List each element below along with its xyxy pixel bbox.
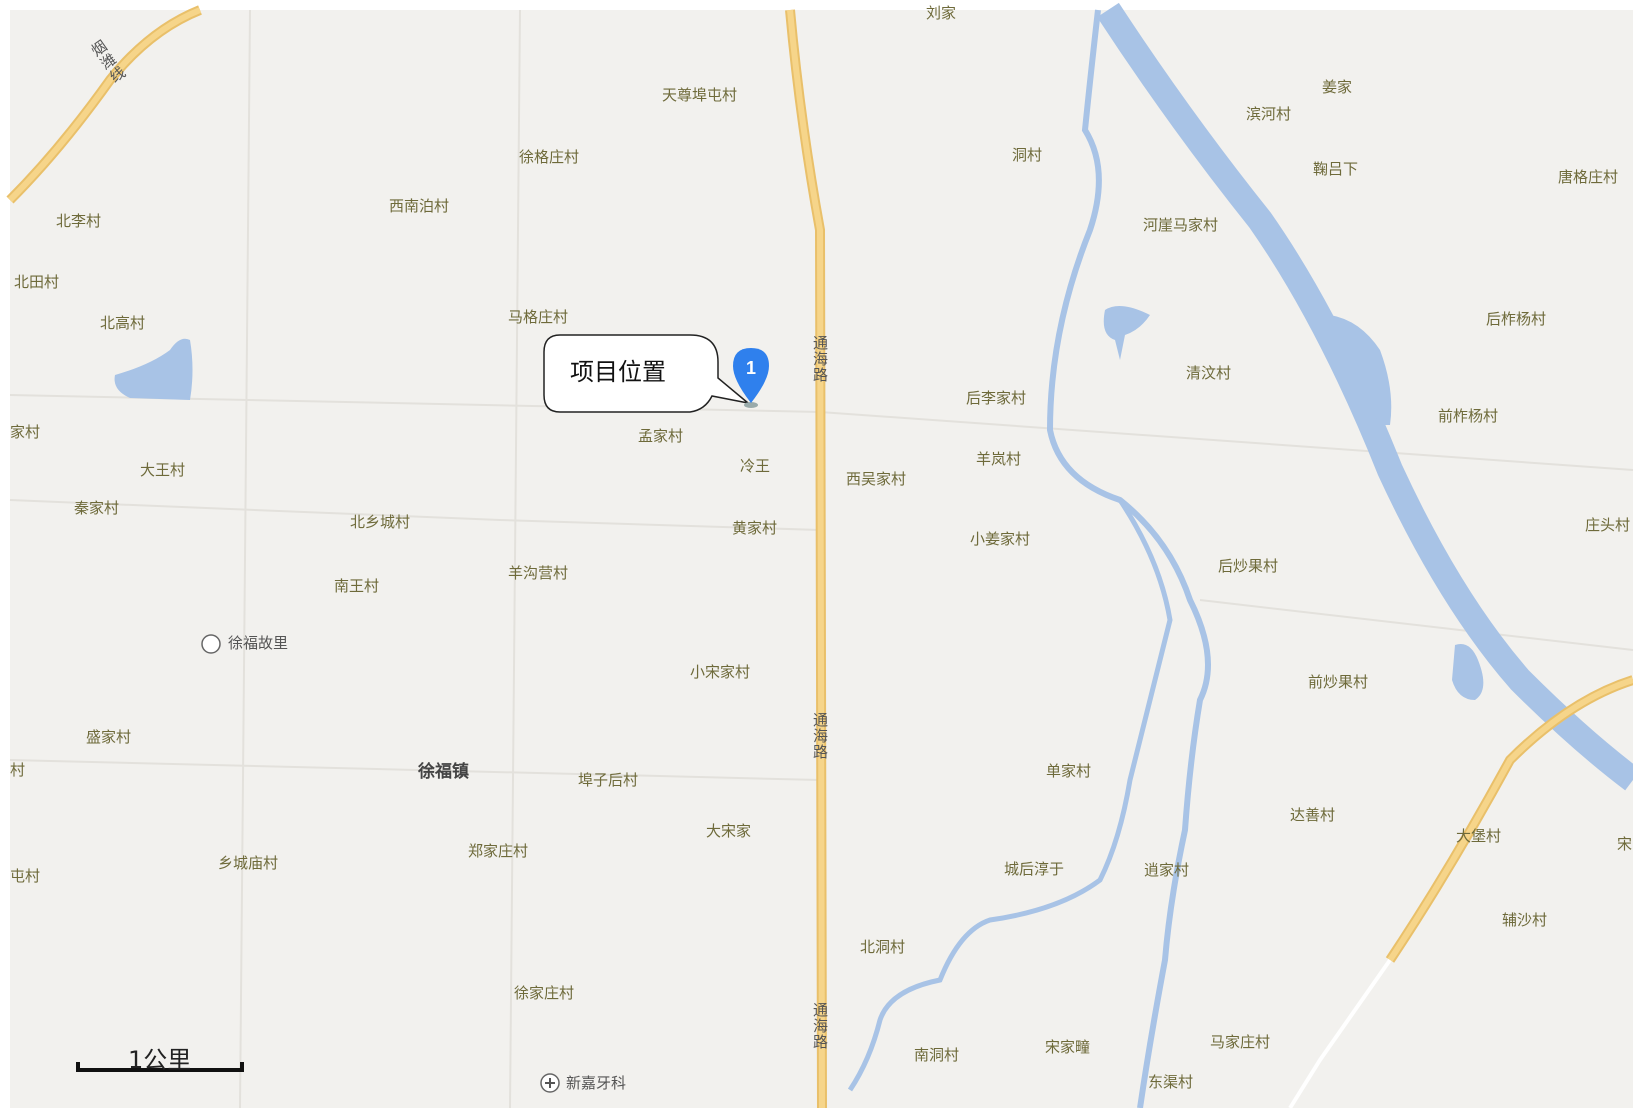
village-label: 村 [10,761,26,779]
village-label: 乡城庙村 [218,854,279,872]
village-label: 羊岚村 [976,450,1022,468]
village-label: 北李村 [56,212,102,230]
road-label-tonghai: 通海路 [811,1002,829,1050]
village-label: 达善村 [1290,806,1336,824]
river-main [1097,2,1633,791]
village-label: 滨河村 [1246,105,1292,123]
village-label: 孟家村 [638,427,684,445]
village-label: 河崖马家村 [1143,216,1219,234]
callout-text: 项目位置 [570,358,666,386]
scale-bar [76,1062,244,1072]
village-label: 冷王 [740,457,771,475]
village-label: 西吴家村 [846,470,907,488]
village-label: 徐家庄村 [514,984,575,1002]
village-label: 唐格庄村 [1558,168,1619,186]
village-label: 清汶村 [1186,364,1232,382]
callout-box [543,334,749,413]
village-label: 家村 [10,423,41,441]
village-label: 姜家 [1322,78,1353,96]
village-label: 洞村 [1012,146,1043,164]
village-label: 宋 [1617,835,1633,853]
river-branch [847,498,1173,1092]
village-label: 南洞村 [914,1046,960,1064]
village-label: 北乡城村 [350,513,411,531]
village-label: 小姜家村 [970,530,1031,548]
village-label: 西南泊村 [389,197,450,215]
village-label: 屯村 [10,867,41,885]
highways [6,5,1633,1108]
village-label: 马格庄村 [508,308,569,326]
project-marker-icon[interactable] [733,348,769,408]
village-label: 前柞杨村 [1438,407,1499,425]
minor-roads [9,9,1633,1108]
clinic-cross [545,1078,555,1088]
village-label: 单家村 [1046,762,1092,780]
poi-label-xufu-guli[interactable]: 徐福故里 [228,634,289,652]
scenic-icon[interactable] [201,634,221,654]
village-label: 后柞杨村 [1486,310,1547,328]
scale-label: 1公里 [128,1046,192,1074]
village-label: 秦家村 [74,499,120,517]
road-label-tonghai: 通海路 [811,712,829,760]
village-label: 东渠村 [1148,1073,1194,1091]
village-label: 庄头村 [1585,516,1631,534]
pond-north [1103,306,1150,360]
village-label: 鞠吕下 [1313,160,1359,178]
village-label: 北高村 [100,314,146,332]
village-label: 黄家村 [732,519,778,537]
village-label: 盛家村 [86,728,132,746]
village-label: 大王村 [140,461,186,479]
village-label: 刘家 [926,4,957,22]
river-tributary [1046,9,1211,1108]
village-label: 辅沙村 [1502,911,1548,929]
poi-label-xinjia-yake[interactable]: 新嘉牙科 [566,1074,627,1092]
village-label: 马家庄村 [1210,1033,1271,1051]
village-label: 北洞村 [860,938,906,956]
pond-strip [1330,315,1392,425]
village-label: 前炒果村 [1308,673,1369,691]
village-label: 南王村 [334,577,380,595]
village-label: 大宋家 [706,822,752,840]
village-label: 宋家疃 [1045,1038,1091,1056]
pond-east [1452,644,1484,700]
village-label: 北田村 [14,273,60,291]
village-label: 大堡村 [1456,827,1502,845]
village-label: 羊沟营村 [508,564,569,582]
village-label: 城后淳于 [1004,860,1065,878]
marker-number: 1 [746,358,756,378]
village-label: 天尊埠屯村 [662,86,738,104]
village-label: 后李家村 [966,389,1027,407]
town-label: 徐福镇 [418,762,469,782]
village-label: 埠子后村 [578,771,639,789]
pond-west [114,338,193,400]
village-label: 徐格庄村 [519,148,580,166]
village-label: 后炒果村 [1218,557,1279,575]
village-label: 郑家庄村 [468,842,529,860]
road-label-tonghai: 通海路 [811,335,829,383]
village-label: 小宋家村 [690,663,751,681]
village-label: 逍家村 [1144,861,1190,879]
